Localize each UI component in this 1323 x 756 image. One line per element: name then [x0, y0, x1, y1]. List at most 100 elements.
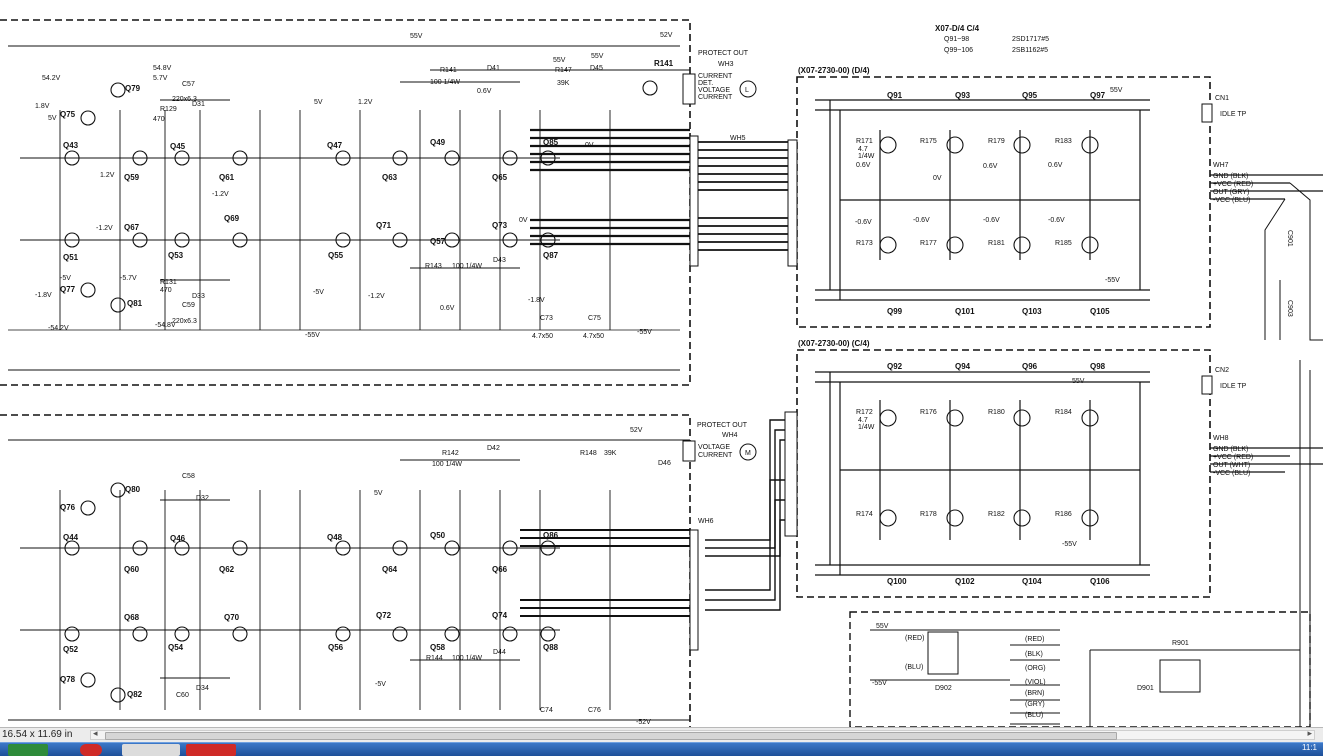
resistor-label: R181	[988, 240, 1005, 247]
resistor-label: R179	[988, 138, 1005, 145]
resistor-label: R186	[1055, 511, 1072, 518]
transistor-label: Q59	[124, 173, 140, 182]
voltage-label: -0.6V	[983, 217, 1000, 224]
part-label: D31	[192, 101, 205, 108]
status-bar: 16.54 x 11.69 in ◂ ▸	[0, 727, 1323, 742]
voltage-label: 52V	[660, 32, 673, 39]
voltage-label: 55V	[410, 33, 423, 40]
page-size-readout: 16.54 x 11.69 in	[2, 729, 73, 740]
resistor-label: R177	[920, 240, 937, 247]
part-label: D44	[493, 649, 506, 656]
wh7-line: +VCC (RED)	[1213, 181, 1253, 188]
voltage-label: 0V	[933, 175, 942, 182]
voltage-label: -1.8V	[35, 292, 52, 299]
start-button[interactable]	[8, 744, 48, 756]
transistor-label: Q81	[127, 299, 143, 308]
board-c4-title: (X07-2730-00) (C/4)	[798, 339, 870, 348]
part-value: 220x6.3	[172, 318, 197, 325]
part-value: 100 1/4W	[430, 79, 460, 86]
transistor-label: Q72	[376, 611, 392, 620]
part-label: D33	[192, 293, 205, 300]
voltage-label: -0.6V	[913, 217, 930, 224]
transistor-label: Q63	[382, 173, 398, 182]
voltage-label: 0V	[585, 142, 594, 149]
transistor-label: Q79	[125, 84, 141, 93]
part-label: R131	[160, 279, 177, 286]
protect-top-line: DET.	[698, 80, 713, 87]
part-value: 470	[153, 116, 165, 123]
taskbar-app-icon[interactable]	[122, 744, 180, 756]
part-label: R143	[425, 263, 442, 270]
document-viewer[interactable]: X07-D/4 C/4 Q91~98 2SD1717#5 Q99~106 2SB…	[0, 0, 1323, 727]
wh5-label: WH5	[730, 135, 746, 142]
resistor-label: R175	[920, 138, 937, 145]
voltage-label: -5V	[313, 289, 324, 296]
voltage-label: 0.6V	[856, 162, 871, 169]
horizontal-scrollbar[interactable]: ◂ ▸	[90, 728, 1315, 740]
voltage-label: -5V	[375, 681, 386, 688]
transistor-label: Q76	[60, 503, 76, 512]
resistor-label: R185	[1055, 240, 1072, 247]
transistor-label: Q78	[60, 675, 76, 684]
transistor-label: Q94	[955, 362, 971, 371]
part-value: 100 1/4W	[452, 263, 482, 270]
protect-bottom-line: VOLTAGE	[698, 444, 730, 451]
resistor-label: R174	[856, 511, 873, 518]
part-label: R148	[580, 450, 597, 457]
voltage-label: -52V	[636, 719, 651, 726]
wire-color: (RED)	[1025, 636, 1044, 643]
scrollbar-thumb[interactable]	[105, 732, 1117, 740]
wh8-line: GND (BLK)	[1213, 446, 1248, 453]
resistor-label: R173	[856, 240, 873, 247]
part-label: C59	[182, 302, 195, 309]
wh7-label: WH7	[1213, 162, 1229, 169]
transistor-label: Q43	[63, 141, 79, 150]
part-label: C57	[182, 81, 195, 88]
voltage-label: -1.2V	[212, 191, 229, 198]
header-q-part-2: 2SB1162#5	[1012, 47, 1048, 54]
part-value: 220x6.3	[172, 96, 197, 103]
scroll-right-icon[interactable]: ▸	[1307, 728, 1312, 738]
taskbar-app-icon[interactable]	[186, 744, 236, 756]
voltage-label: -55V	[1105, 277, 1120, 284]
part-label: D46	[658, 460, 671, 467]
part-value: 470	[160, 287, 172, 294]
voltage-label: 5V	[314, 99, 323, 106]
transistor-label: Q74	[492, 611, 508, 620]
transistor-label: Q104	[1022, 577, 1042, 586]
part-label: D902	[935, 685, 952, 692]
part-value: 100 1/4W	[452, 655, 482, 662]
transistor-label: Q51	[63, 253, 79, 262]
transistor-label: Q93	[955, 91, 971, 100]
header-q-ids-2: Q99~106	[944, 47, 973, 54]
transistor-label: Q80	[125, 485, 141, 494]
part-label: C60	[176, 692, 189, 699]
scroll-left-icon[interactable]: ◂	[93, 728, 98, 738]
header-model-line: X07-D/4 C/4	[935, 24, 980, 33]
transistor-label: Q85	[543, 138, 559, 147]
transistor-label: Q66	[492, 565, 508, 574]
part-label: C58	[182, 473, 195, 480]
transistor-label: Q95	[1022, 91, 1038, 100]
transistor-label: Q55	[328, 251, 344, 260]
wire-color: (BRN)	[1025, 690, 1044, 697]
voltage-label: -0.6V	[1048, 217, 1065, 224]
board-d4-title: (X07-2730-00) (D/4)	[798, 66, 870, 75]
transistor-label: Q106	[1090, 577, 1110, 586]
voltage-label: 55V	[1072, 378, 1085, 385]
protect-bottom-line: CURRENT	[698, 452, 733, 459]
transistor-label: Q65	[492, 173, 508, 182]
transistor-label: Q64	[382, 565, 398, 574]
voltage-label: 5V	[374, 490, 383, 497]
transistor-label: Q102	[955, 577, 975, 586]
voltage-label: 0.6V	[1048, 162, 1063, 169]
taskbar-app-icon[interactable]	[80, 744, 102, 756]
voltage-label: -1.8V	[528, 297, 545, 304]
voltage-label: -5.7V	[120, 275, 137, 282]
resistor-label: R171	[856, 138, 873, 145]
wire-color: (BLK)	[1025, 651, 1043, 658]
resistor-label: R178	[920, 511, 937, 518]
transistor-label: Q56	[328, 643, 344, 652]
voltage-label: 0.6V	[440, 305, 455, 312]
tray-clock[interactable]: 11:1	[1302, 743, 1317, 752]
